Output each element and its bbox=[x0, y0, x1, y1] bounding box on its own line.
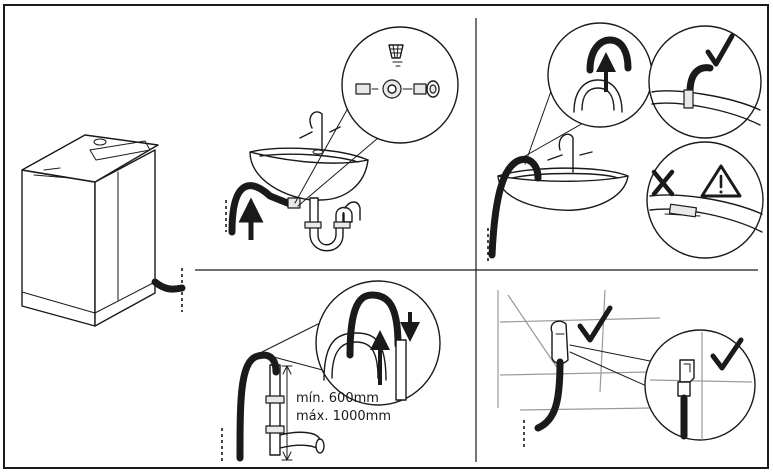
wall-drain-fitting bbox=[550, 320, 569, 365]
checkmark-icon bbox=[710, 337, 744, 371]
panel1-callout-beam bbox=[294, 107, 379, 207]
panel1-drain-hose bbox=[228, 182, 301, 236]
max-height-label: máx. 1000mm bbox=[296, 409, 391, 424]
warning-triangle-icon bbox=[700, 164, 742, 198]
cross-icon bbox=[651, 169, 675, 197]
min-height-label: mín. 600mm bbox=[296, 391, 379, 406]
panel1-detail-circle bbox=[341, 26, 459, 144]
panel3-callout-beam bbox=[261, 323, 331, 373]
panel2-sink-basin bbox=[497, 133, 629, 212]
panel4-drain-hose bbox=[534, 358, 564, 432]
panel3-drain-hose bbox=[236, 351, 280, 462]
wall-tiles bbox=[497, 289, 661, 411]
panel2-callout-beam bbox=[517, 79, 586, 165]
checkmark-icon bbox=[705, 33, 735, 67]
checkmark-icon bbox=[577, 305, 613, 343]
panel2-hook-hose bbox=[488, 155, 542, 259]
incorrect-hook-circle bbox=[646, 141, 764, 259]
sink-basin bbox=[249, 111, 369, 201]
machine-drain-hose bbox=[151, 278, 186, 293]
panel2-detail-circle bbox=[547, 22, 653, 128]
height-dimension-line bbox=[281, 365, 293, 461]
panel3-detail-circle bbox=[315, 280, 441, 406]
washing-machine bbox=[21, 134, 159, 327]
outer-frame bbox=[3, 4, 769, 469]
standpipe bbox=[265, 364, 325, 456]
sink-trap bbox=[304, 197, 361, 252]
correct-hook-circle bbox=[648, 25, 762, 139]
